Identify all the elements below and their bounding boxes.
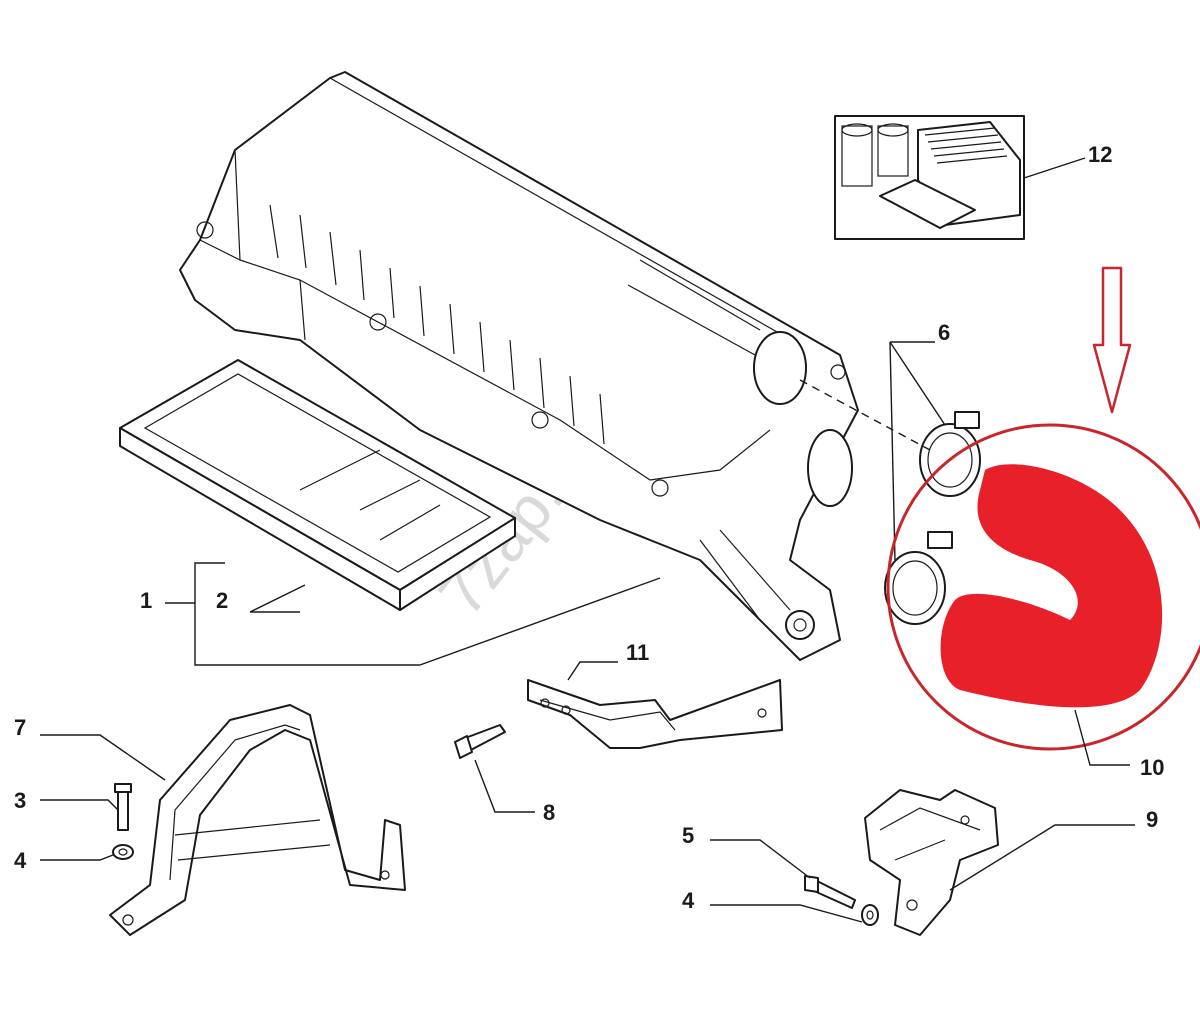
callout-1: 1 xyxy=(140,588,152,613)
air-filter-element xyxy=(119,359,516,613)
callout-7: 7 xyxy=(14,715,26,740)
callout-2: 2 xyxy=(216,588,228,613)
callout-4-left: 4 xyxy=(14,848,27,873)
callout-3: 3 xyxy=(14,788,26,813)
washer-4-left xyxy=(40,844,134,861)
callout-6: 6 xyxy=(938,320,950,345)
mounting-bracket-9 xyxy=(864,789,1135,936)
highlight-circle xyxy=(886,423,1200,751)
support-bracket-7 xyxy=(40,704,406,936)
mounting-bracket-11 xyxy=(527,661,783,749)
down-arrow-icon xyxy=(1092,266,1132,414)
callout-4-right: 4 xyxy=(682,888,695,913)
washer-4-right xyxy=(710,904,879,926)
screw-3 xyxy=(40,783,132,831)
bolt-5 xyxy=(710,839,856,909)
highlighted-air-hose xyxy=(886,423,1200,766)
callout-8: 8 xyxy=(543,800,555,825)
bolt-8 xyxy=(454,724,535,813)
callout-12: 12 xyxy=(1088,142,1112,167)
leader-1-2 xyxy=(165,562,420,666)
hose-highlight xyxy=(940,464,1163,708)
air-filter-housing xyxy=(179,71,859,666)
callout-10: 10 xyxy=(1140,755,1164,780)
callout-11: 11 xyxy=(626,640,649,665)
filter-kit-box xyxy=(834,115,1086,240)
callout-5: 5 xyxy=(682,823,694,848)
callout-9: 9 xyxy=(1146,807,1158,832)
